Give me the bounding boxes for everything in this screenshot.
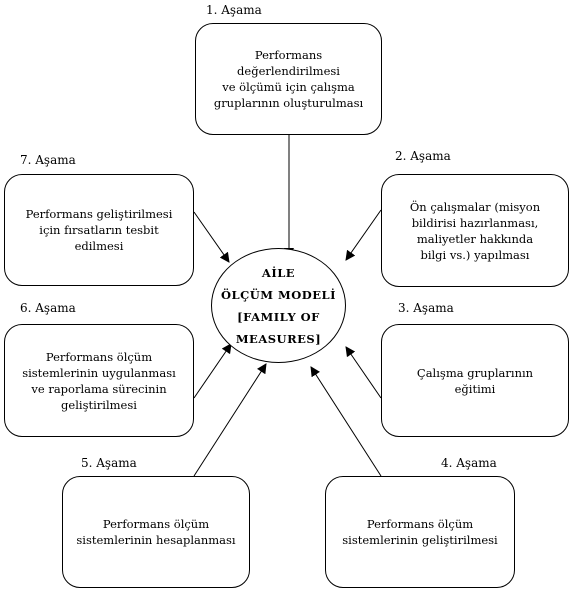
stage-7-text: Performans geliştirilmesi için fırsatlar…	[25, 207, 173, 253]
arrow-stage-3	[345, 346, 382, 399]
stage-3-label: 3. Aşama	[398, 301, 454, 315]
stage-6-text: Performans ölçüm sistemlerinin uygulanma…	[22, 349, 176, 412]
stage-3-box: Çalışma gruplarının eğitimi	[381, 324, 569, 437]
center-model-ellipse: AİLE ÖLÇÜM MODELİ [FAMILY OF MEASURES]	[211, 248, 346, 363]
arrow-stage-5	[193, 363, 267, 477]
stage-7-box: Performans geliştirilmesi için fırsatlar…	[4, 174, 194, 286]
stage-2-box: Ön çalışmalar (misyon bildirisi hazırlan…	[381, 174, 569, 287]
stage-5-box: Performans ölçüm sistemlerinin hesaplanm…	[62, 476, 250, 588]
stage-1-text: Performans değerlendirilmesi ve ölçümü i…	[213, 48, 364, 110]
stage-1-box: Performans değerlendirilmesi ve ölçümü i…	[195, 23, 382, 135]
center-line-2: ÖLÇÜM MODELİ	[221, 287, 336, 302]
stage-5-text: Performans ölçüm sistemlerinin hesaplanm…	[76, 517, 236, 547]
stage-1-label: 1. Aşama	[206, 3, 262, 17]
stage-6-box: Performans ölçüm sistemlerinin uygulanma…	[4, 324, 194, 437]
center-line-4: MEASURES]	[235, 331, 322, 346]
stage-5-label: 5. Aşama	[81, 456, 137, 470]
stage-7-label: 7. Aşama	[20, 153, 76, 167]
arrow-stage-2	[345, 209, 382, 261]
stage-6-label: 6. Aşama	[20, 301, 76, 315]
stage-3-text: Çalışma gruplarının eğitimi	[416, 365, 534, 396]
stage-4-text: Performans ölçüm sistemlerinin geliştiri…	[342, 517, 498, 547]
center-line-3: [FAMILY OF	[237, 309, 320, 324]
stage-4-box: Performans ölçüm sistemlerinin geliştiri…	[325, 476, 515, 588]
stage-2-text: Ön çalışmalar (misyon bildirisi hazırlan…	[409, 199, 541, 262]
arrow-stage-6	[193, 343, 232, 399]
stage-4-label: 4. Aşama	[441, 456, 497, 470]
arrow-stage-4	[310, 366, 382, 477]
arrow-stage-7	[193, 211, 230, 263]
stage-2-label: 2. Aşama	[395, 149, 451, 163]
center-line-1: AİLE	[261, 265, 296, 280]
